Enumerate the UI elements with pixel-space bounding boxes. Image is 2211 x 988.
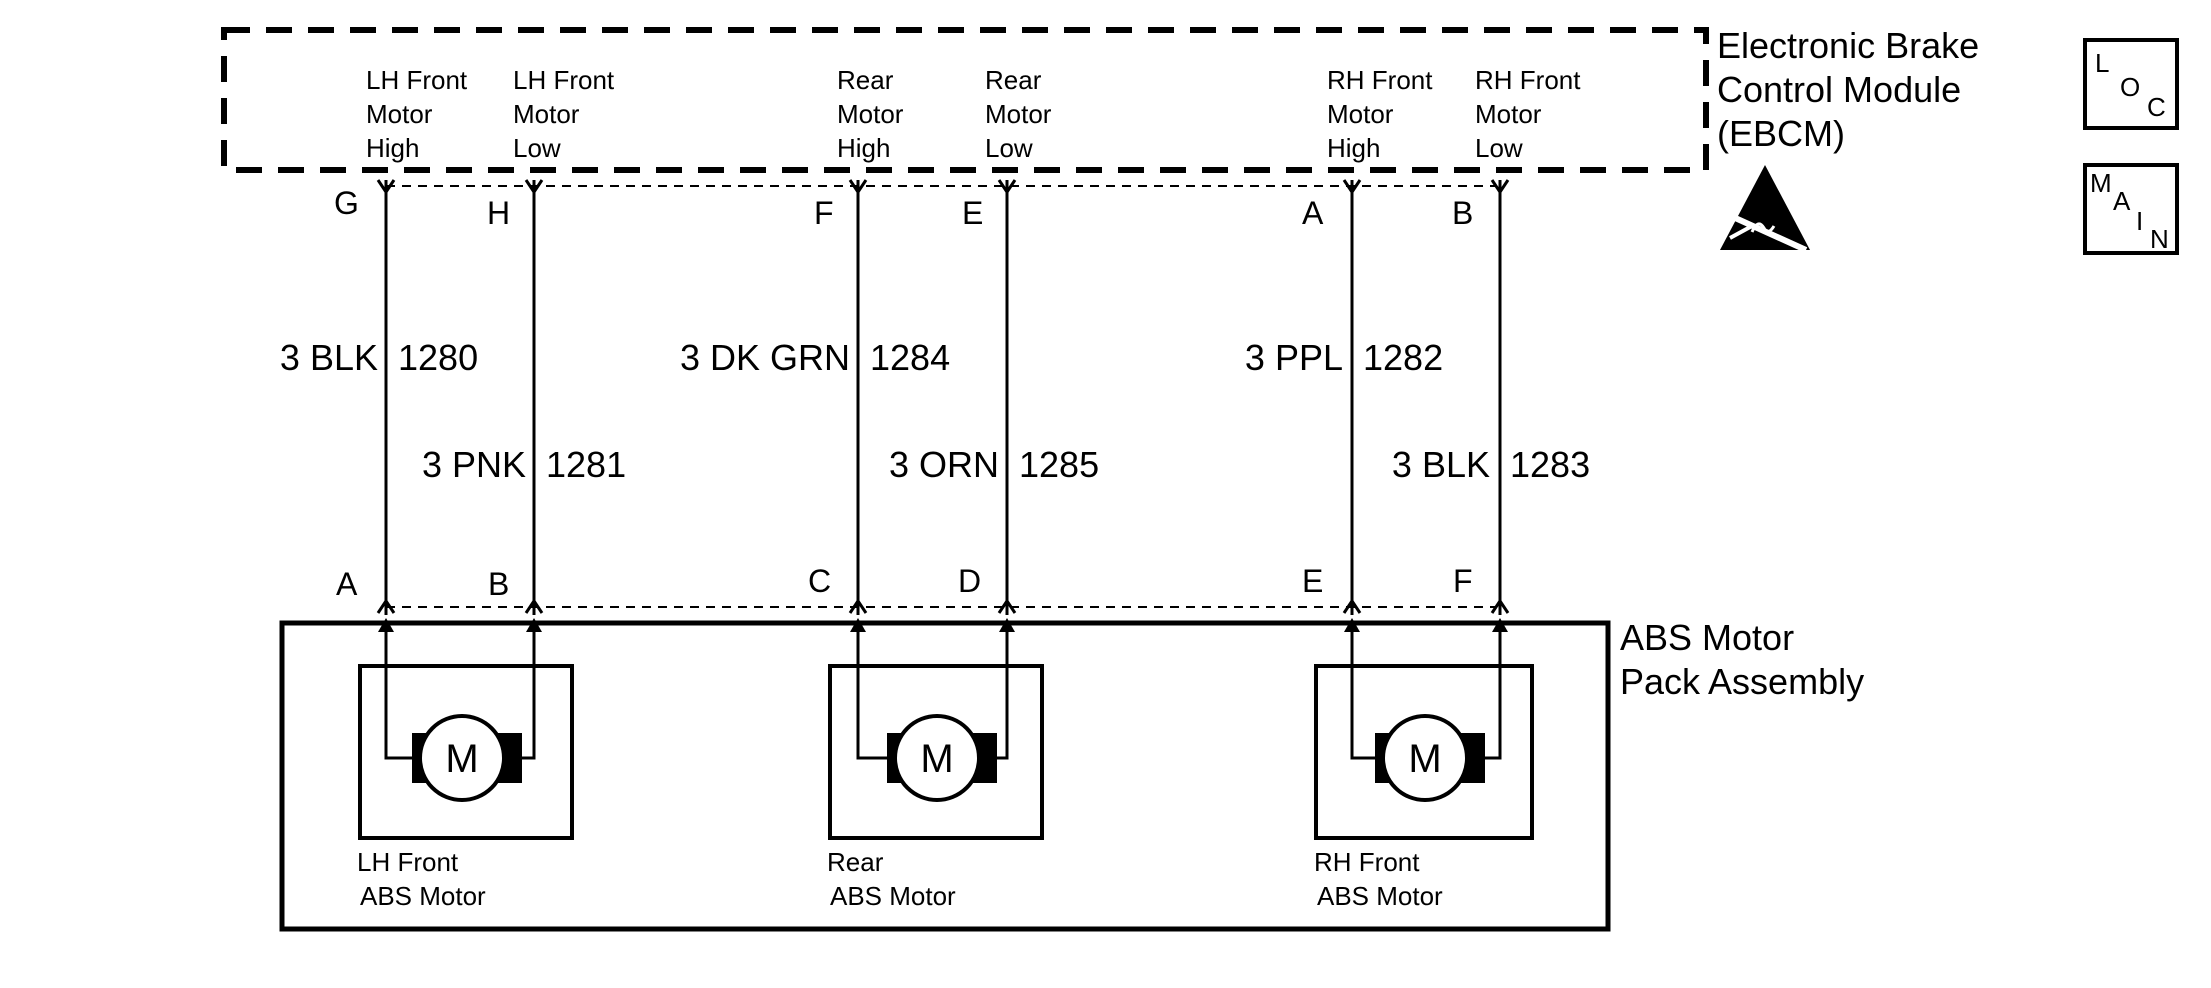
ebcm-enclosure [221, 27, 1709, 173]
wire-color-label: 3 PNK [422, 444, 526, 485]
circuit-number-label: 1281 [546, 444, 626, 485]
main-badge: M A I N [2083, 163, 2179, 255]
wire-lh-front-motor-low: LH Front Motor Low H B 3 PNK 1281 [422, 65, 626, 615]
motor-label: RH Front ABS Motor [1314, 847, 1443, 911]
ebcm-pin-label: B [1452, 195, 1473, 231]
main-badge-letter-4: N [2150, 224, 2169, 254]
wire-color-label: 3 BLK [280, 337, 378, 378]
wire-color-label: 3 BLK [1392, 444, 1490, 485]
ebcm-title: Electronic Brake Control Module (EBCM) [1717, 25, 1989, 154]
motor-symbol-letter: M [445, 737, 478, 781]
ebcm-output-label: Rear Motor Low [985, 65, 1059, 163]
motor-pack-terminal [1342, 598, 1362, 614]
ebcm-output-label: RH Front Motor Low [1475, 65, 1588, 163]
wire-rear-motor-high: Rear Motor High F C 3 DK GRN 1284 [680, 65, 950, 615]
motor-pack-pin-label: E [1302, 563, 1323, 599]
ebcm-output-label: RH Front Motor High [1327, 65, 1440, 163]
wire-color-label: 3 DK GRN [680, 337, 850, 378]
ebcm-pin-label: H [487, 195, 510, 231]
motor-pack-terminal [997, 598, 1017, 614]
rh-front-abs-motor: M RH Front ABS Motor [1314, 632, 1534, 911]
ebcm-output-label: LH Front Motor Low [513, 65, 621, 163]
lh-front-abs-motor: M LH Front ABS Motor [357, 632, 574, 911]
circuit-number-label: 1284 [870, 337, 950, 378]
wire-rh-front-motor-high: RH Front Motor High A E 3 PPL 1282 [1245, 65, 1443, 615]
main-badge-letter-2: A [2113, 186, 2131, 216]
wire-color-label: 3 ORN [889, 444, 999, 485]
motor-symbol [893, 714, 981, 802]
motor-pack-input-arrows [378, 618, 1508, 632]
motor-pack-title-line-1: ABS Motor [1620, 617, 1794, 658]
wire-rear-motor-low: Rear Motor Low E D 3 ORN 1285 [889, 65, 1099, 615]
circuit-number-label: 1280 [398, 337, 478, 378]
ebcm-pin-label: A [1302, 195, 1324, 231]
motor-pack-terminal [848, 598, 868, 614]
ebcm-pin-label: F [814, 195, 834, 231]
motor-symbol [1381, 714, 1469, 802]
loc-badge-letter-3: C [2147, 92, 2166, 122]
motor-pack-title: ABS Motor Pack Assembly [1620, 617, 1864, 702]
esd-warning-icon [1720, 165, 1810, 253]
ebcm-pin-label: E [962, 195, 983, 231]
circuit-number-label: 1283 [1510, 444, 1590, 485]
main-badge-letter-1: M [2090, 168, 2112, 198]
loc-badge: L O C [2083, 38, 2179, 130]
loc-badge-letter-1: L [2095, 48, 2109, 78]
ebcm-title-line-3: (EBCM) [1717, 113, 1845, 154]
motor-symbol-letter: M [1408, 737, 1441, 781]
wire-lh-front-motor-high: LH Front Motor High G A 3 BLK 1280 [280, 65, 478, 615]
wire-color-label: 3 PPL [1245, 337, 1343, 378]
loc-badge-letter-2: O [2120, 72, 2140, 102]
motor-pack-enclosure [279, 620, 1611, 932]
motor-pack-pin-label: C [808, 563, 831, 599]
circuit-number-label: 1282 [1363, 337, 1443, 378]
motor-pack-pin-label: D [958, 563, 981, 599]
circuit-number-label: 1285 [1019, 444, 1099, 485]
wire-rh-front-motor-low: RH Front Motor Low B F 3 BLK 1283 [1392, 65, 1590, 615]
rear-abs-motor: M Rear ABS Motor [827, 632, 1044, 911]
ebcm-output-label: Rear Motor High [837, 65, 911, 163]
motor-pack-terminal [1490, 598, 1510, 614]
motor-pack-pin-label: A [336, 566, 358, 602]
ebcm-title-line-1: Electronic Brake [1717, 25, 1979, 66]
ebcm-output-label: LH Front Motor High [366, 65, 474, 163]
motor-pack-title-line-2: Pack Assembly [1620, 661, 1864, 702]
ebcm-title-line-2: Control Module [1717, 69, 1961, 110]
motor-label: LH Front ABS Motor [357, 847, 486, 911]
motor-pack-terminal [376, 598, 396, 614]
motor-symbol-letter: M [920, 737, 953, 781]
motor-symbol [418, 714, 506, 802]
motor-pack-pin-label: B [488, 566, 509, 602]
motor-pack-pin-label: F [1453, 563, 1473, 599]
motor-label: Rear ABS Motor [827, 847, 956, 911]
ebcm-pin-label: G [334, 185, 359, 221]
main-badge-letter-3: I [2136, 206, 2143, 236]
motor-pack-terminal [524, 598, 544, 614]
